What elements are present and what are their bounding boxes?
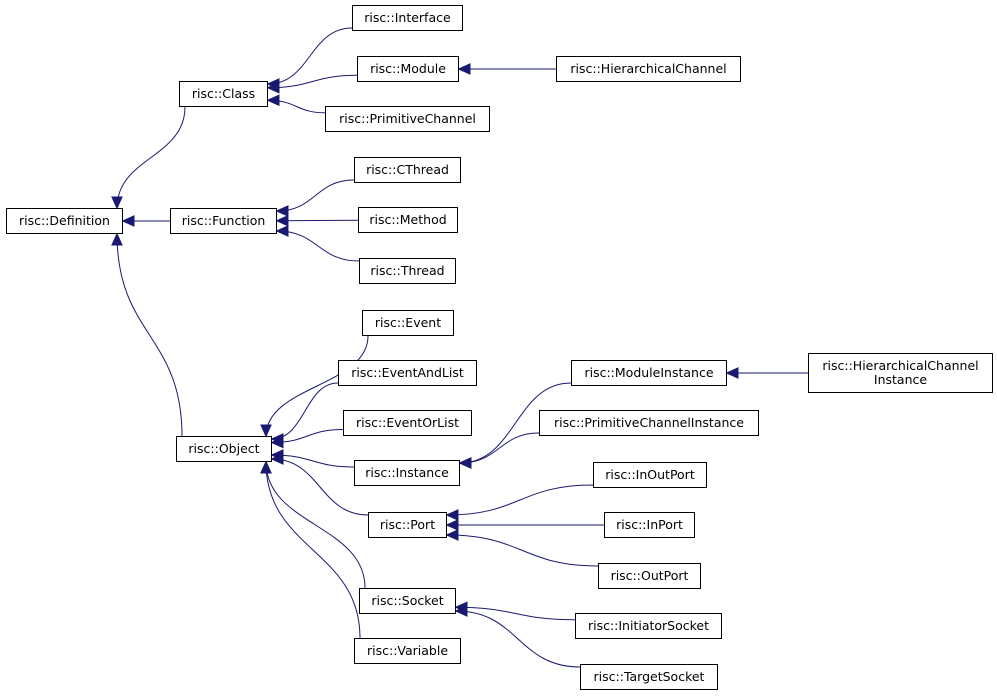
node-instance[interactable]: risc::Instance (354, 460, 460, 486)
node-event[interactable]: risc::Event (362, 310, 454, 336)
node-hierarchical-channel-instance-label-line2: Instance (873, 372, 928, 387)
node-port[interactable]: risc::Port (368, 512, 447, 538)
edge-event-to-object (266, 335, 369, 436)
node-object[interactable]: risc::Object (176, 436, 272, 462)
edge-module_instance-to-instance (460, 382, 572, 463)
edge-interface-to-class (268, 27, 353, 84)
node-variable-label: risc::Variable (366, 643, 449, 658)
edge-object-to-definition (117, 234, 183, 437)
node-inout-port[interactable]: risc::InOutPort (593, 462, 707, 488)
node-target-socket-label: risc::TargetSocket (593, 669, 705, 684)
edge-method-to-function (277, 220, 359, 221)
node-hierarchical-channel-label: risc::HierarchicalChannel (570, 61, 727, 76)
node-cthread-label: risc::CThread (366, 162, 449, 177)
edge-inout_port-to-port (447, 484, 594, 515)
edge-out_port-to-port (447, 535, 599, 567)
node-interface[interactable]: risc::Interface (352, 5, 463, 31)
node-cthread[interactable]: risc::CThread (354, 157, 461, 183)
edge-instance-to-object (272, 455, 355, 468)
edge-port-to-object (272, 459, 369, 516)
node-inout-port-label: risc::InOutPort (605, 467, 695, 482)
node-out-port-label: risc::OutPort (610, 568, 689, 583)
node-module-instance[interactable]: risc::ModuleInstance (571, 360, 727, 386)
edge-event_or_list-to-object (272, 429, 344, 443)
node-hierarchical-channel[interactable]: risc::HierarchicalChannel (556, 56, 741, 82)
node-thread[interactable]: risc::Thread (359, 258, 456, 284)
node-initiator-socket[interactable]: risc::InitiatorSocket (575, 613, 722, 639)
node-module[interactable]: risc::Module (357, 56, 459, 82)
node-socket[interactable]: risc::Socket (359, 588, 456, 614)
edge-variable-to-object (266, 462, 361, 639)
node-module-instance-label: risc::ModuleInstance (584, 365, 714, 380)
node-function-label: risc::Function (181, 213, 266, 228)
node-method-label: risc::Method (369, 212, 447, 227)
node-out-port[interactable]: risc::OutPort (598, 563, 701, 589)
node-primitive-channel[interactable]: risc::PrimitiveChannel (325, 106, 490, 132)
edge-module-to-class (268, 74, 358, 88)
edge-primitive_channel_instance-to-instance (460, 432, 540, 463)
edge-primitive_channel-to-class (268, 100, 326, 114)
node-event-label: risc::Event (374, 315, 442, 330)
node-class-label: risc::Class (191, 86, 256, 101)
node-primitive-channel-instance[interactable]: risc::PrimitiveChannelInstance (539, 410, 759, 436)
edge-class-to-definition (117, 106, 186, 208)
node-variable[interactable]: risc::Variable (354, 638, 461, 664)
node-instance-label: risc::Instance (365, 465, 449, 480)
node-in-port-label: risc::InPort (616, 517, 683, 532)
node-hierarchical-channel-instance[interactable]: risc::HierarchicalChannel Instance (808, 353, 993, 393)
edge-socket-to-object (266, 462, 366, 589)
node-object-label: risc::Object (188, 441, 260, 456)
node-definition[interactable]: risc::Definition (6, 208, 123, 234)
edge-cthread-to-function (277, 179, 355, 211)
node-port-label: risc::Port (379, 517, 436, 532)
node-target-socket[interactable]: risc::TargetSocket (580, 664, 718, 690)
node-primitive-channel-label: risc::PrimitiveChannel (339, 111, 476, 126)
node-class[interactable]: risc::Class (179, 81, 268, 107)
node-definition-label: risc::Definition (19, 213, 110, 228)
node-event-or-list[interactable]: risc::EventOrList (343, 410, 472, 436)
node-socket-label: risc::Socket (371, 593, 444, 608)
node-event-or-list-label: risc::EventOrList (355, 415, 460, 430)
edge-thread-to-function (277, 231, 360, 262)
node-interface-label: risc::Interface (364, 10, 451, 25)
node-event-and-list-label: risc::EventAndList (351, 365, 464, 380)
edge-target_socket-to-socket (456, 611, 581, 668)
node-thread-label: risc::Thread (370, 263, 445, 278)
node-in-port[interactable]: risc::InPort (604, 512, 695, 538)
node-function[interactable]: risc::Function (170, 208, 277, 234)
node-hierarchical-channel-instance-label-line1: risc::HierarchicalChannel (822, 358, 979, 373)
edge-initiator_socket-to-socket (456, 607, 576, 621)
node-primitive-channel-instance-label: risc::PrimitiveChannelInstance (554, 415, 744, 430)
node-module-label: risc::Module (370, 61, 446, 76)
node-event-and-list[interactable]: risc::EventAndList (338, 360, 477, 386)
node-method[interactable]: risc::Method (358, 207, 458, 233)
node-initiator-socket-label: risc::InitiatorSocket (587, 618, 710, 633)
